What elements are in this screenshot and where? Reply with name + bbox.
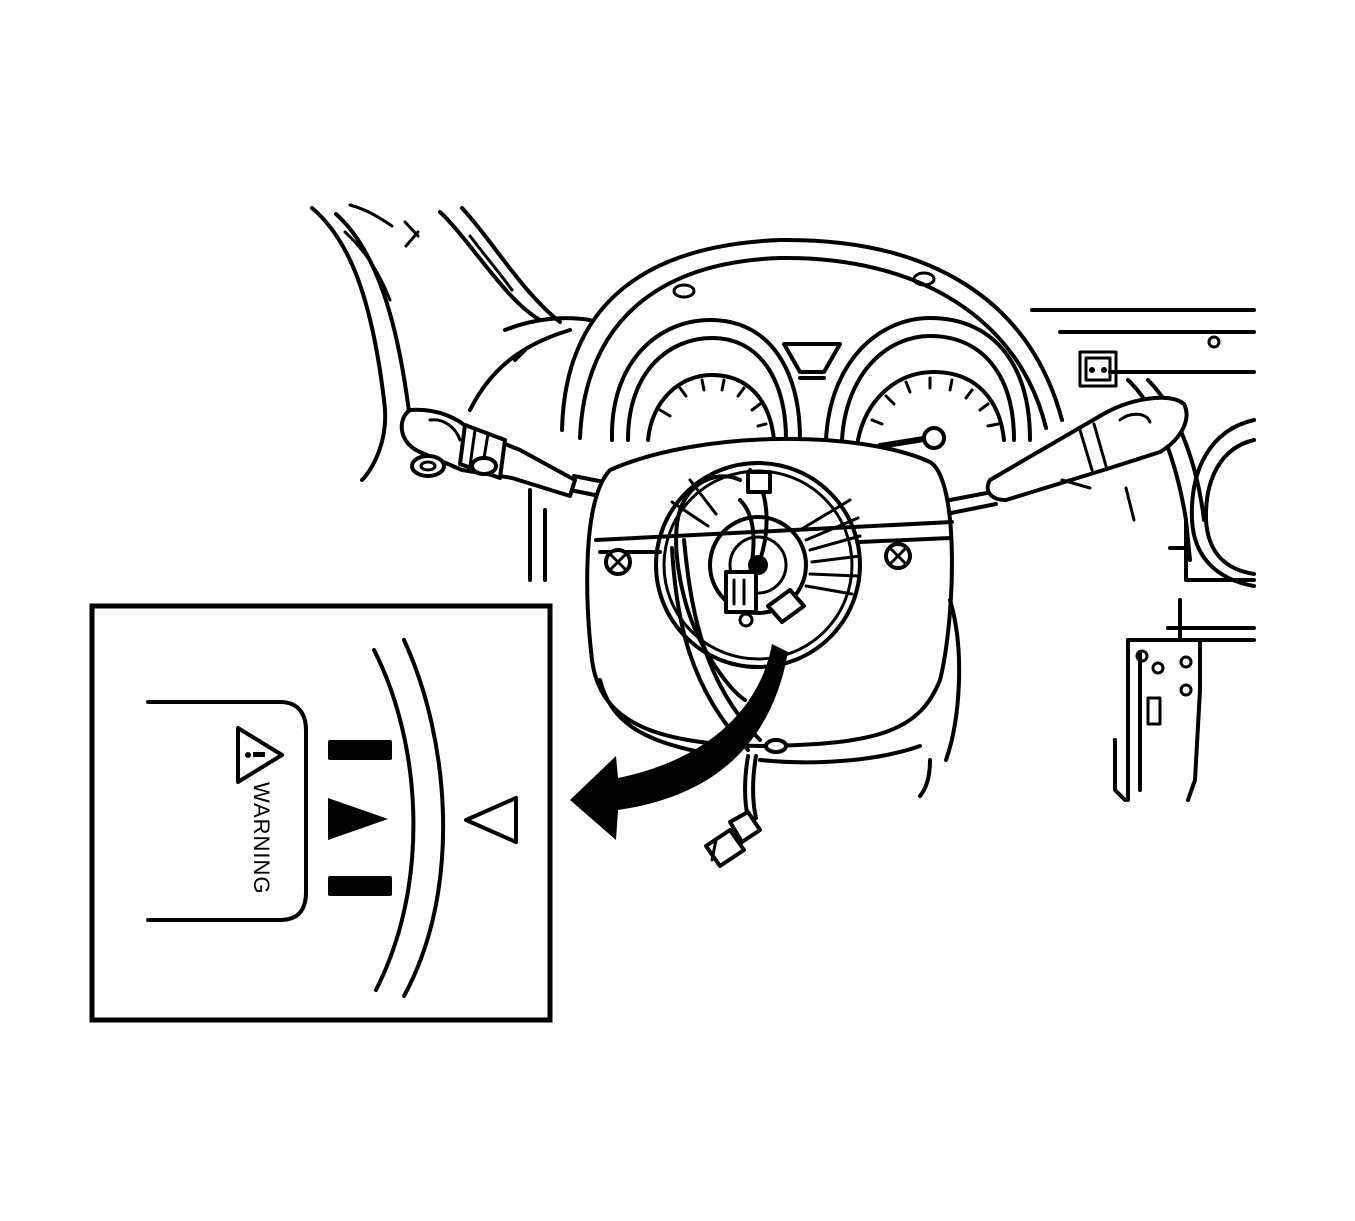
alignment-triangle-icon xyxy=(464,796,518,844)
dashboard-right xyxy=(1030,308,1256,802)
inset-bezel-inner xyxy=(402,638,446,998)
curved-arrow-icon xyxy=(570,644,788,840)
right-stalk xyxy=(985,395,1189,502)
left-stalk xyxy=(399,407,577,498)
alignment-bar-top xyxy=(328,740,392,760)
dashboard-left xyxy=(310,203,592,482)
inset-detail-panel: WARNING xyxy=(89,603,553,1023)
alignment-arrow-mark xyxy=(328,798,388,840)
warning-triangle-icon xyxy=(236,726,284,784)
inset-bezel-outer xyxy=(372,648,416,992)
clockspring-housing xyxy=(585,436,962,798)
instrument-cluster xyxy=(560,237,1064,450)
clockspring-coil xyxy=(654,461,862,752)
pigtail-connector xyxy=(704,754,762,868)
warning-text: WARNING xyxy=(249,782,274,895)
alignment-bar-bottom xyxy=(328,876,392,896)
warning-label-plate xyxy=(146,700,308,922)
